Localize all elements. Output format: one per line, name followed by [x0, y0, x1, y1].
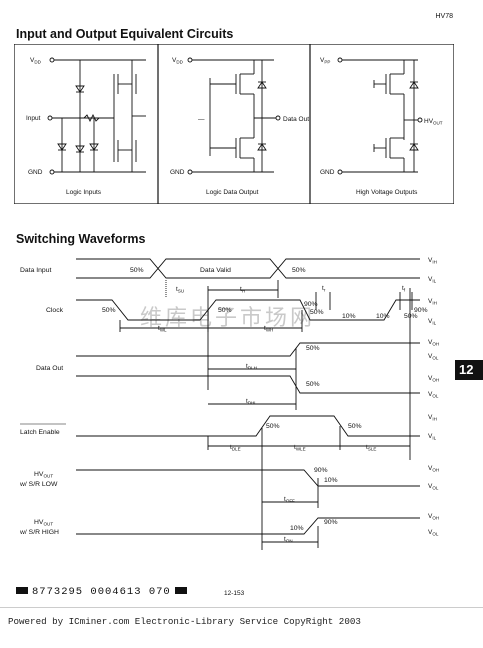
- lvl-vih-3: VIH: [428, 414, 437, 422]
- sig-data-input: Data Input: [20, 267, 51, 274]
- t-wl: tWL: [158, 325, 167, 333]
- p1-vdd-label: VDD: [30, 57, 42, 65]
- barcode-block-left: [16, 587, 28, 594]
- watermark: 维库电子市场网: [140, 306, 316, 331]
- barcode-text: 8773295 0004613 070: [16, 586, 187, 598]
- lbl-90-b: 90%: [414, 307, 428, 314]
- section-title-circuits: Input and Output Equivalent Circuits: [16, 27, 234, 41]
- p3-gnd-label: GND: [320, 169, 335, 176]
- lvl-vol-2: VOL: [428, 391, 439, 399]
- t-wle: tWLE: [294, 444, 306, 452]
- t-su: tSU: [176, 286, 184, 294]
- switching-waveforms-figure: Data Input Clock Data Out Latch Enable H…: [19, 257, 439, 550]
- t-dlh: tDLH: [246, 363, 257, 371]
- lbl-50-b: 50%: [292, 267, 306, 274]
- t-h: tH: [240, 286, 245, 294]
- lvl-vil-1: VIL: [428, 276, 437, 284]
- lbl-50-c: 50%: [102, 307, 116, 314]
- lbl-data-valid: Data Valid: [200, 267, 231, 274]
- lvl-vih-1: VIH: [428, 257, 437, 265]
- lbl-50-g: 50%: [306, 345, 320, 352]
- sig-hvout-high-desc: w/ S/R HIGH: [19, 529, 59, 536]
- lvl-voh-4: VOH: [428, 513, 439, 521]
- p2-vdd-label: VDD: [172, 57, 184, 65]
- lbl-50-e: 50%: [310, 309, 324, 316]
- p3-hvout-label: HVOUT: [424, 118, 443, 126]
- page-number: 12-153: [224, 590, 245, 597]
- lbl-90-a: 90%: [304, 301, 318, 308]
- p1-input-label: Input: [26, 115, 41, 122]
- section-tab: 12: [455, 360, 483, 380]
- t-dle: tDLE: [230, 444, 241, 452]
- lbl-50-i: 50%: [266, 423, 280, 430]
- lvl-vol-4: VOL: [428, 529, 439, 537]
- p1-caption: Logic Inputs: [66, 189, 102, 196]
- t-sle: tSLE: [366, 444, 376, 452]
- lbl-50-d: 50%: [218, 307, 232, 314]
- part-number: HV78: [435, 13, 453, 20]
- lvl-vil-3: VIL: [428, 433, 437, 441]
- p1-gnd-label: GND: [28, 169, 43, 176]
- footer-text: Powered by ICminer.com Electronic-Librar…: [8, 616, 361, 627]
- lbl-50-f: 50%: [404, 313, 418, 320]
- p2-data-out-label: Data Out: [283, 116, 309, 123]
- sig-hvout-high: HVOUT: [34, 519, 53, 527]
- lbl-10-c: 10%: [324, 477, 338, 484]
- lbl-90-d: 90%: [324, 519, 338, 526]
- sig-data-out: Data Out: [36, 365, 63, 372]
- lbl-10-a: 10%: [342, 313, 356, 320]
- barcode-block-right: [174, 587, 187, 594]
- equivalent-circuits-figure: VDD Input GND Logic Inputs VDD — Data Ou…: [14, 44, 454, 204]
- lbl-50-a: 50%: [130, 267, 144, 274]
- lvl-vil-2: VIL: [428, 318, 437, 326]
- section-title-waveforms: Switching Waveforms: [16, 232, 146, 246]
- lbl-10-d: 10%: [290, 525, 304, 532]
- p2-gnd-label: GND: [170, 169, 185, 176]
- lbl-50-h: 50%: [306, 381, 320, 388]
- p2-dash: —: [198, 116, 205, 123]
- sig-hvout-low-desc: w/ S/R LOW: [19, 481, 58, 488]
- lvl-vol-1: VOL: [428, 353, 439, 361]
- t-r: tr: [322, 285, 326, 293]
- footer-divider: [0, 607, 483, 608]
- sig-latch-enable: Latch Enable: [20, 429, 60, 436]
- t-f: tf: [402, 285, 406, 293]
- p3-caption: High Voltage Outputs: [356, 189, 418, 196]
- lbl-90-c: 90%: [314, 467, 328, 474]
- lvl-vol-3: VOL: [428, 483, 439, 491]
- t-on: tON: [284, 536, 293, 544]
- p2-caption: Logic Data Output: [206, 189, 259, 196]
- t-wh: tWH: [264, 325, 273, 333]
- lvl-voh-3: VOH: [428, 465, 439, 473]
- p3-vpp-label: VPP: [320, 57, 330, 65]
- sig-hvout-low: HVOUT: [34, 471, 53, 479]
- t-dhl: tDHL: [246, 398, 257, 406]
- lvl-voh-1: VOH: [428, 339, 439, 347]
- lbl-10-b: 10%: [376, 313, 390, 320]
- lbl-50-j: 50%: [348, 423, 362, 430]
- t-off: tOFF: [284, 496, 295, 504]
- lvl-voh-2: VOH: [428, 375, 439, 383]
- sig-clock: Clock: [46, 307, 64, 314]
- lvl-vih-2: VIH: [428, 298, 437, 306]
